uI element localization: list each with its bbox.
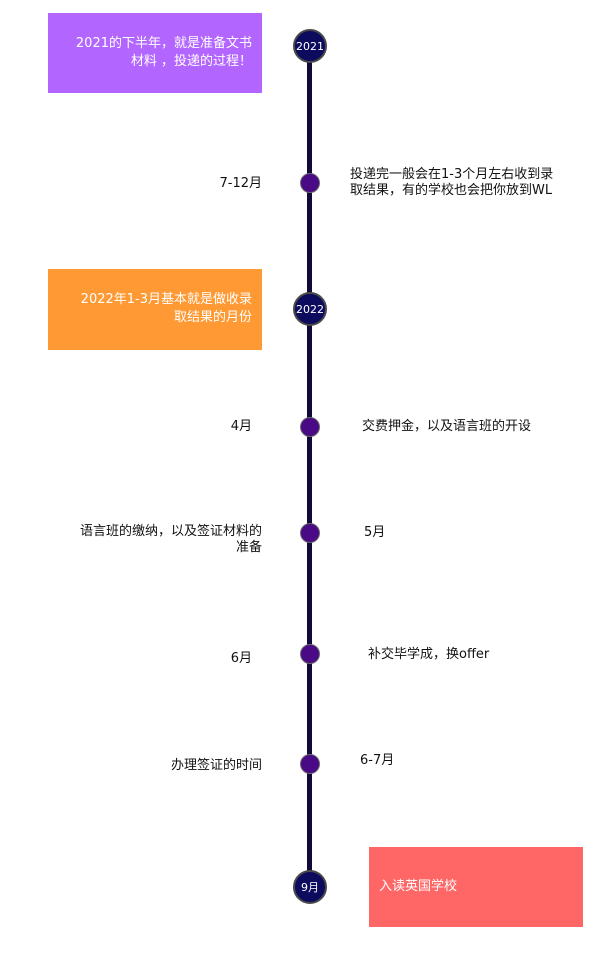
timeline-axis	[307, 45, 312, 887]
event-2-right: 交费押金，以及语言班的开设	[362, 419, 532, 434]
milestone-september-label: 9月	[301, 881, 319, 894]
event-5-right: 6-7月	[360, 753, 395, 768]
event-3-left: 语言班的缴纳，以及签证材料的 准备	[79, 524, 262, 555]
event-1-right: 投递完一般会在1-3个月左右收到录 取结果，有的学校也会把你放到WL	[350, 167, 554, 198]
milestone-2021-node: 2021	[293, 29, 327, 63]
milestone-september-node: 9月	[293, 870, 327, 904]
event-2-node	[300, 417, 320, 437]
event-4-right: 补交毕学成，换offer	[368, 647, 490, 662]
event-5-left: 办理签证的时间	[170, 758, 262, 773]
milestone-2022-note: 2022年1-3月基本就是做收录 取结果的月份	[48, 269, 262, 350]
event-3-node	[300, 523, 320, 543]
milestone-2021-year: 2021	[296, 39, 324, 53]
event-4-node	[300, 644, 320, 664]
milestone-september-note: 入读英国学校	[369, 847, 583, 927]
event-3-right: 5月	[364, 525, 386, 540]
event-1-left: 7-12月	[219, 176, 262, 191]
event-2-left: 4月	[230, 419, 252, 434]
milestone-2022-year: 2022	[296, 302, 324, 316]
event-1-node	[300, 173, 320, 193]
milestone-2022-node: 2022	[293, 292, 327, 326]
milestone-2021-note: 2021的下半年，就是准备文书 材料 ，投递的过程！	[48, 13, 262, 93]
event-5-node	[300, 754, 320, 774]
event-4-left: 6月	[230, 651, 252, 666]
